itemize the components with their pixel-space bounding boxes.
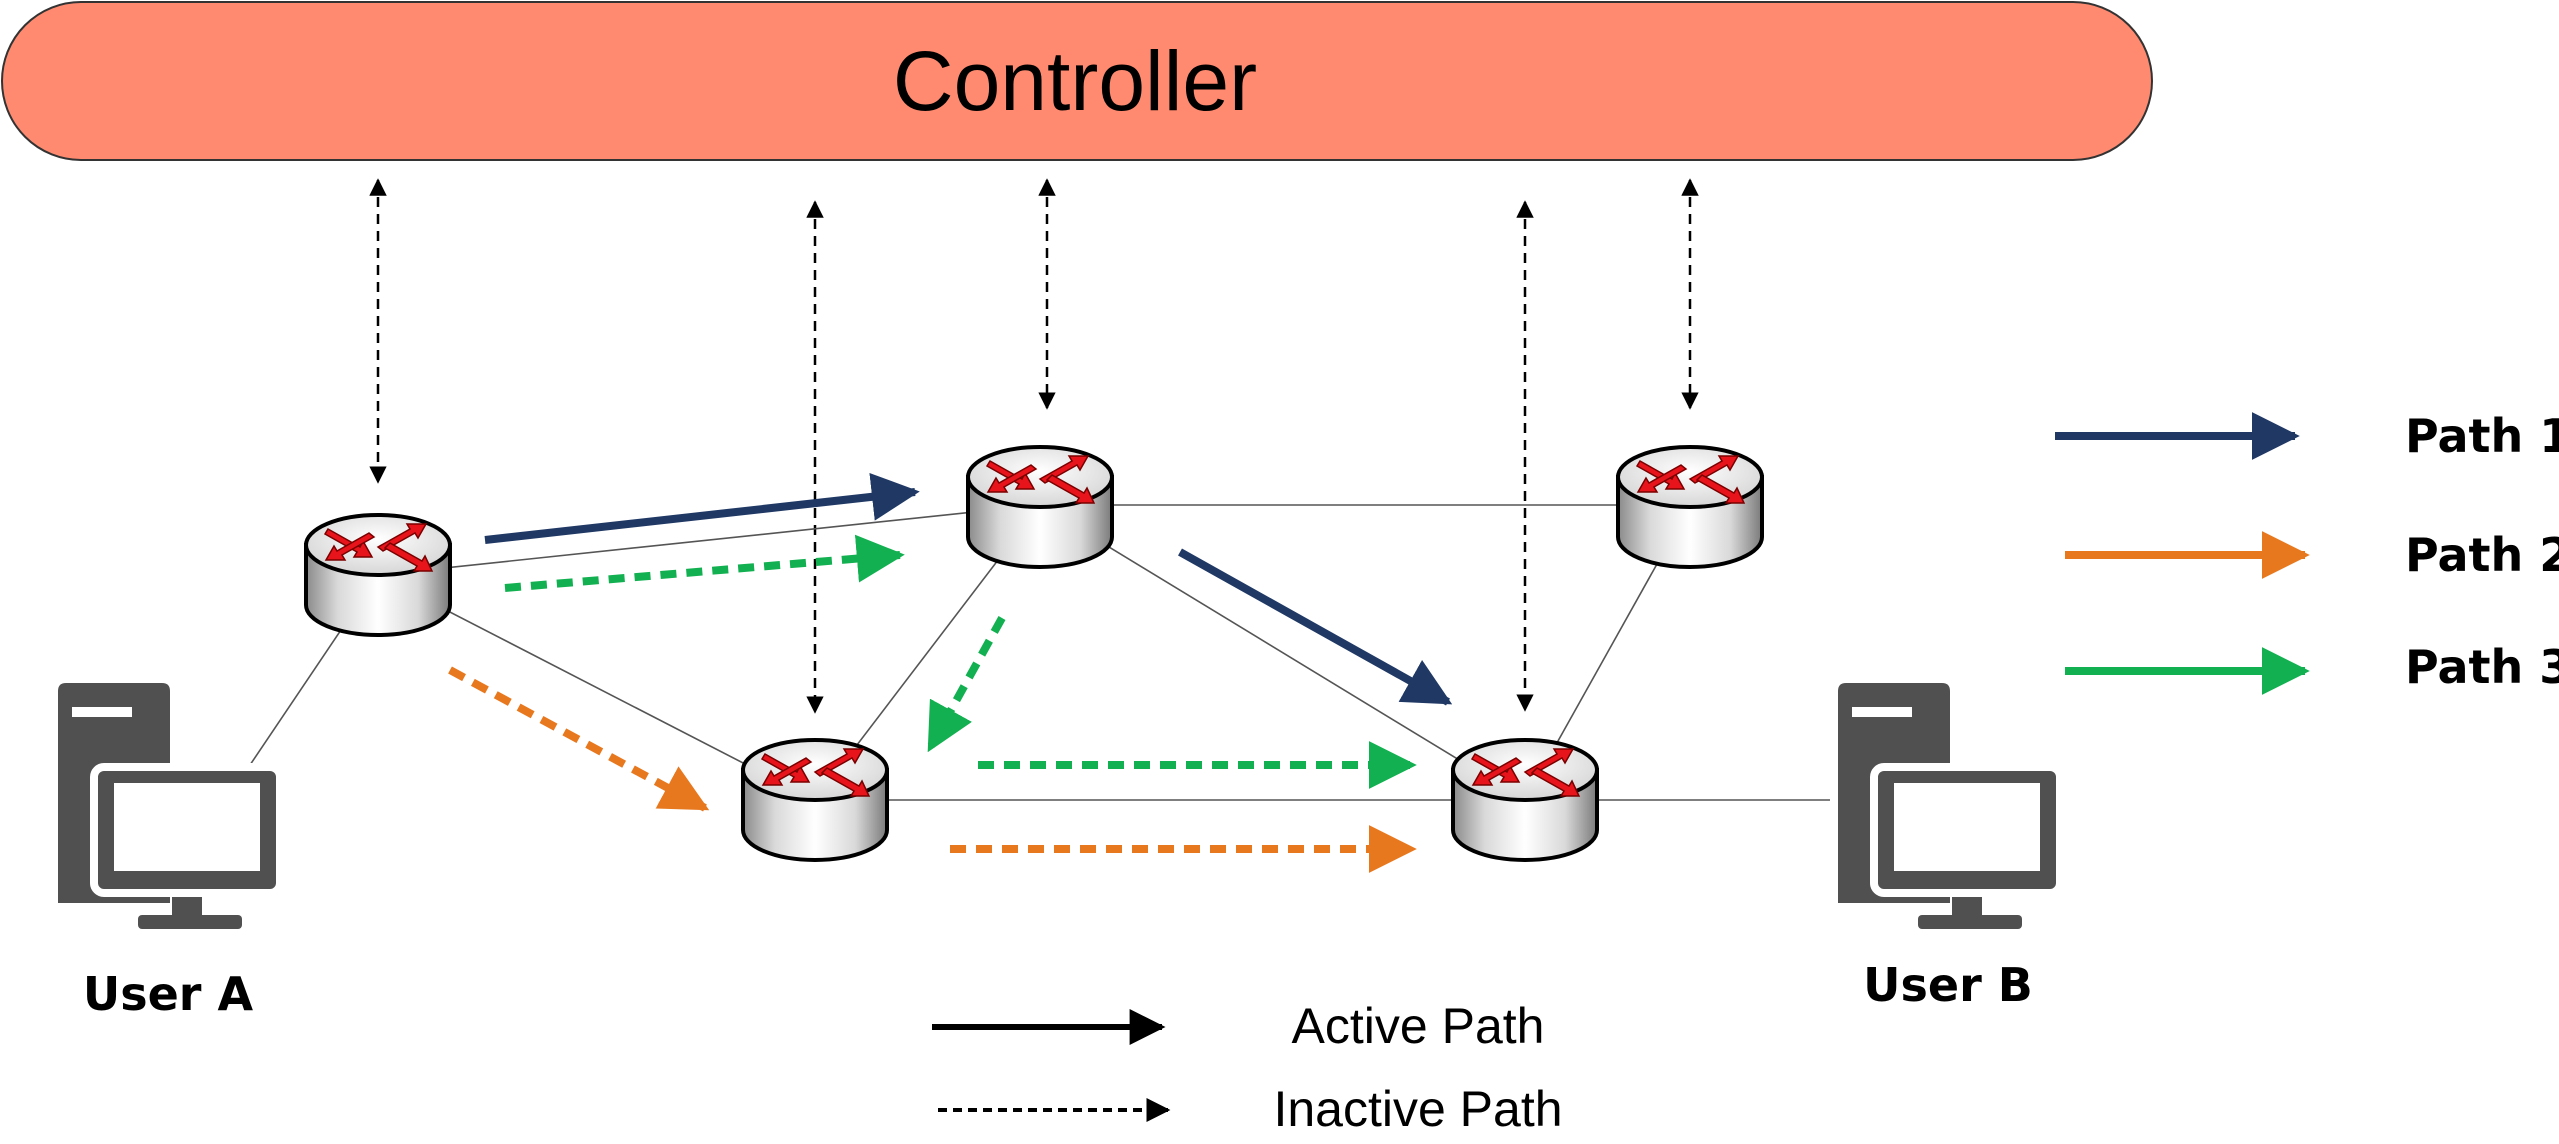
router-r5	[1616, 445, 1764, 569]
controller-label: Controller	[893, 34, 1257, 128]
path-legend: Path 1 Path 2 Path 3	[2055, 409, 2559, 695]
path2-segment-1	[448, 666, 710, 812]
legend-path2-label: Path 2	[2405, 528, 2559, 582]
path3-segment-2	[926, 616, 1006, 753]
path3-segment-1	[504, 534, 905, 592]
legend-path1-label: Path 1	[2405, 409, 2559, 463]
router-r4	[1451, 738, 1599, 862]
user-a-label: User A	[83, 967, 254, 1021]
path1-segment-2	[1178, 548, 1453, 706]
legend-path3-label: Path 3	[2405, 640, 2559, 694]
controller: Controller	[1, 1, 2153, 161]
link-r1-r2	[377, 574, 816, 801]
user-b: User B	[1838, 683, 2060, 1012]
user-b-label: User B	[1863, 958, 2033, 1012]
router-r2	[741, 738, 889, 862]
router-r1	[304, 513, 452, 637]
path1-segment-1	[484, 472, 920, 544]
computer-icon	[1838, 683, 2060, 929]
controller-bar	[1, 1, 2153, 161]
control-channels	[369, 178, 1699, 714]
link-r3-r4	[1039, 504, 1526, 801]
link-r1-r3	[377, 504, 1041, 576]
router-r3	[966, 445, 1114, 569]
routers	[304, 445, 1764, 862]
computer-icon	[58, 683, 280, 929]
legend-inactive-label: Inactive Path	[1273, 1081, 1562, 1137]
user-a: User A	[58, 683, 280, 1021]
line-style-legend: Active Path Inactive Path	[932, 998, 1563, 1137]
legend-active-label: Active Path	[1292, 998, 1545, 1054]
path-arrows	[448, 472, 1453, 873]
